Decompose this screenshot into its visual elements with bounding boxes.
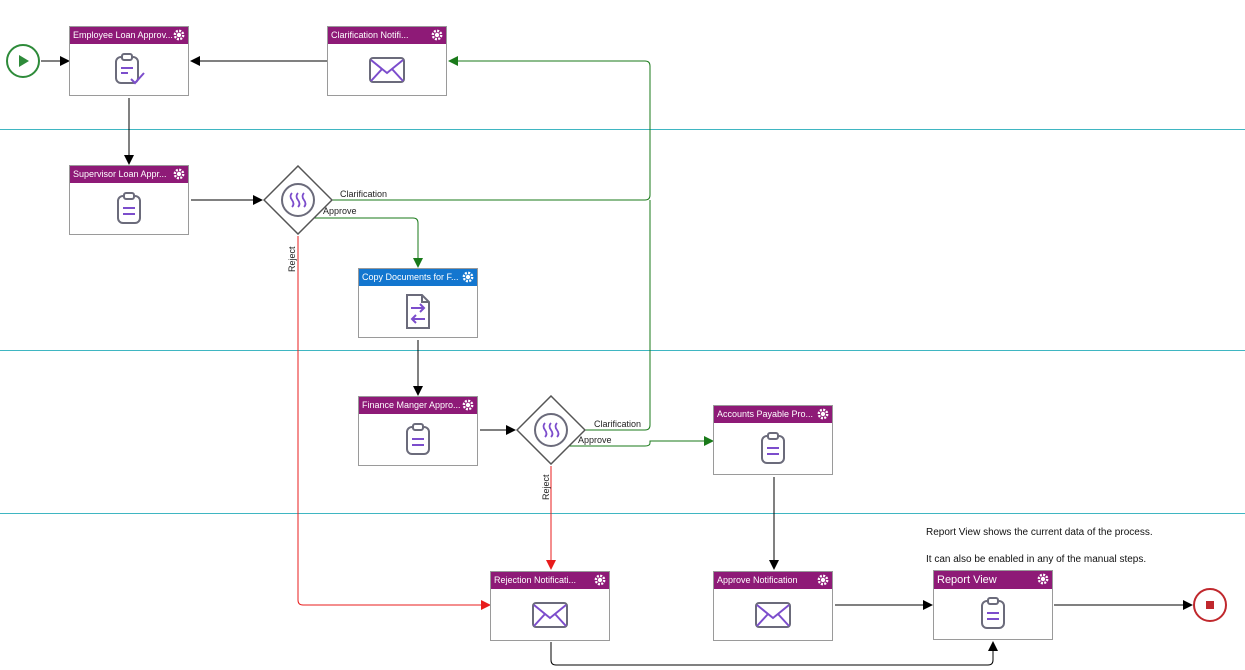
annotation-note-line1: Report View shows the current data of th… <box>926 527 1153 538</box>
task-employee-loan-approval[interactable]: Employee Loan Approv... <box>69 26 189 96</box>
edge-label-clarification: Clarification <box>594 419 642 429</box>
gear-icon[interactable] <box>817 574 829 586</box>
flow-gw2-approve <box>568 436 714 447</box>
task-title: Employee Loan Approv... <box>73 30 173 40</box>
annotation-note-line2: It can also be enabled in any of the man… <box>926 554 1147 565</box>
gear-icon[interactable] <box>462 271 474 283</box>
edge-label-reject: Reject <box>541 474 551 500</box>
task-title: Copy Documents for F... <box>362 272 459 282</box>
task-finance-manager-approval[interactable]: Finance Manger Appro... <box>358 396 478 466</box>
edge-label-clarification: Clarification <box>340 189 388 199</box>
gear-icon[interactable] <box>1037 573 1049 585</box>
task-title: Clarification Notifi... <box>331 30 409 40</box>
gear-icon[interactable] <box>817 408 829 420</box>
clipboard-check-icon <box>115 52 145 84</box>
exclusive-gateway-supervisor[interactable] <box>262 164 334 236</box>
stop-icon <box>1193 588 1227 622</box>
envelope-icon <box>532 601 568 628</box>
end-event[interactable] <box>1192 588 1228 629</box>
lane-divider <box>0 350 1245 351</box>
task-header: Employee Loan Approv... <box>70 27 188 44</box>
task-header: Report View <box>934 571 1052 589</box>
flow-gw1-reject <box>297 236 491 610</box>
play-icon <box>6 44 40 78</box>
task-report-view[interactable]: Report View <box>933 570 1053 640</box>
gear-icon[interactable] <box>594 574 606 586</box>
task-approve-notification[interactable]: Approve Notification <box>713 571 833 641</box>
flow-rejection-to-report <box>550 641 998 666</box>
task-accounts-payable[interactable]: Accounts Payable Pro... <box>713 405 833 475</box>
flow-gw2-clarification <box>585 200 651 431</box>
task-title: Finance Manger Appro... <box>362 400 461 410</box>
envelope-icon <box>369 56 405 83</box>
task-header: Rejection Notificati... <box>491 572 609 589</box>
gear-icon[interactable] <box>462 399 474 411</box>
edge-label-approve: Approve <box>323 206 357 216</box>
gear-icon[interactable] <box>431 29 443 41</box>
task-title: Report View <box>937 574 997 586</box>
task-header: Supervisor Loan Appr... <box>70 166 188 183</box>
exclusive-gateway-finance[interactable] <box>515 394 587 466</box>
gear-icon[interactable] <box>173 168 185 180</box>
start-event[interactable] <box>6 44 42 85</box>
task-copy-documents[interactable]: Copy Documents for F... <box>358 268 478 338</box>
flow-gw1-approve <box>298 217 423 268</box>
clipboard-icon <box>406 422 430 455</box>
lane-divider <box>0 129 1245 130</box>
task-header: Accounts Payable Pro... <box>714 406 832 423</box>
lane-divider <box>0 513 1245 514</box>
task-header: Approve Notification <box>714 572 832 589</box>
clipboard-icon <box>117 191 141 224</box>
gear-icon[interactable] <box>173 29 185 41</box>
task-title: Supervisor Loan Appr... <box>73 169 167 179</box>
edge-label-approve: Approve <box>578 435 612 445</box>
envelope-icon <box>755 601 791 628</box>
task-header: Clarification Notifi... <box>328 27 446 44</box>
edge-label-reject: Reject <box>287 246 297 272</box>
task-rejection-notification[interactable]: Rejection Notificati... <box>490 571 610 641</box>
task-header: Finance Manger Appro... <box>359 397 477 414</box>
task-title: Approve Notification <box>717 575 798 585</box>
document-transfer-icon <box>406 293 430 329</box>
task-supervisor-loan-approval[interactable]: Supervisor Loan Appr... <box>69 165 189 235</box>
clipboard-icon <box>761 431 785 464</box>
task-title: Accounts Payable Pro... <box>717 409 814 419</box>
flow-gw1-clarification <box>332 56 651 201</box>
task-title: Rejection Notificati... <box>494 575 577 585</box>
task-header: Copy Documents for F... <box>359 269 477 286</box>
task-clarification-notification[interactable]: Clarification Notifi... <box>327 26 447 96</box>
clipboard-icon <box>981 597 1005 629</box>
